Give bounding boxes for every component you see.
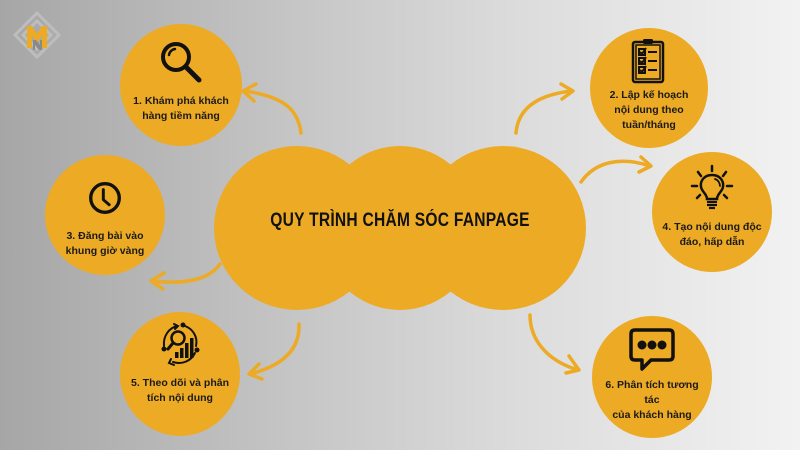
step-6-label: 6. Phân tích tương tác của khách hàng [605, 379, 699, 422]
step-3-node: 3. Đăng bài vào khung giờ vàng [45, 155, 165, 275]
monogram-logo-icon [12, 10, 62, 60]
clock-icon [89, 182, 121, 214]
step-5-node: 5. Theo dõi và phân tích nội dung [120, 312, 240, 436]
arrow-to-step-2 [514, 82, 575, 135]
chat-bubble-icon [629, 328, 675, 371]
step-2-label: 2. Lập kế hoạch nội dung theo tuần/tháng [609, 89, 689, 132]
analytics-cycle-icon [161, 322, 200, 366]
lightbulb-icon [690, 164, 734, 210]
arrow-to-step-5 [247, 322, 301, 381]
clipboard-checklist-icon [631, 39, 665, 84]
arrow-to-step-6 [528, 313, 581, 375]
center-title: QUY TRÌNH CHĂM SÓC FANPAGE [270, 210, 530, 231]
step-3-label: 3. Đăng bài vào khung giờ vàng [65, 230, 145, 258]
step-2-node: 2. Lập kế hoạch nội dung theo tuần/tháng [590, 28, 708, 148]
step-6-node: 6. Phân tích tương tác của khách hàng [592, 316, 712, 438]
step-5-label: 5. Theo dõi và phân tích nội dung [130, 377, 229, 405]
step-4-node: 4. Tạo nội dung độc đáo, hấp dẫn [652, 152, 772, 272]
step-4-label: 4. Tạo nội dung độc đáo, hấp dẫn [662, 221, 762, 249]
arrow-to-step-4 [579, 155, 653, 184]
arrow-to-step-1 [241, 82, 303, 135]
magnifier-icon [161, 42, 202, 83]
arrow-to-step-3 [149, 262, 222, 291]
step-1-node: 1. Khám phá khách hàng tiềm năng [120, 24, 242, 146]
step-1-label: 1. Khám phá khách hàng tiềm năng [133, 95, 229, 123]
